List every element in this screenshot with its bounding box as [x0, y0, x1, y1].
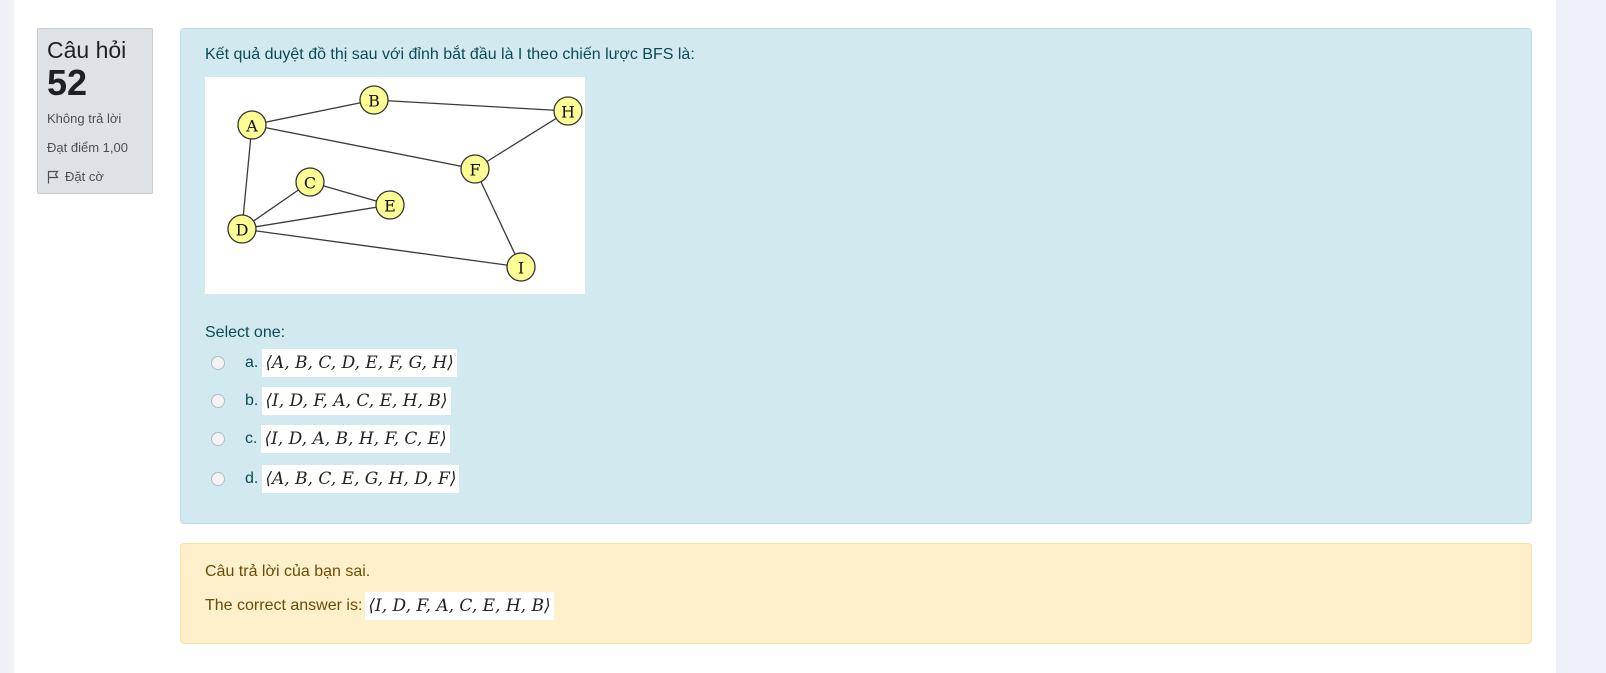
flag-question-button[interactable]: Đặt cờ [47, 169, 143, 184]
answer-option-a[interactable]: a. ⟨A, B, C, D, E, F, G, H⟩ [211, 349, 457, 377]
graph-node-d [227, 214, 257, 244]
radio-c[interactable] [211, 432, 225, 446]
flag-label: Đặt cờ [65, 169, 104, 184]
graph-node-label: E [384, 197, 396, 216]
radio-d[interactable] [211, 472, 225, 486]
graph-node-label: I [518, 259, 524, 278]
graph-node-label: F [469, 161, 480, 180]
question-formulation: Kết quả duyệt đồ thị sau với đỉnh bắt đầ… [180, 28, 1532, 524]
radio-a[interactable] [211, 356, 225, 370]
graph-node-i [506, 252, 536, 282]
graph-node-c [295, 167, 325, 197]
edge-a-f [251, 124, 476, 170]
graph-node-label: A [245, 117, 258, 136]
graph-node-e [375, 190, 405, 220]
feedback-result: Câu trả lời của bạn sai. [205, 563, 371, 580]
correct-answer-line: The correct answer is: ⟨I, D, F, A, C, E… [205, 592, 554, 620]
graph-node-label: D [236, 221, 249, 240]
edge-d-e [241, 204, 391, 230]
radio-b[interactable] [211, 394, 225, 408]
question-status: Không trả lời [47, 111, 122, 126]
graph-node-label: B [368, 92, 380, 111]
edge-b-h [373, 99, 569, 112]
edge-a-b [251, 99, 375, 126]
edge-d-i [241, 228, 522, 268]
option-value: ⟨I, D, F, A, C, E, H, B⟩ [262, 387, 451, 415]
option-value: ⟨A, B, C, E, G, H, D, F⟩ [262, 465, 460, 493]
option-letter: b. [245, 392, 259, 409]
question-text: Kết quả duyệt đồ thị sau với đỉnh bắt đầ… [205, 46, 695, 63]
correct-answer-value: ⟨I, D, F, A, C, E, H, B⟩ [365, 592, 554, 620]
graph-node-label: H [561, 103, 575, 122]
question-info-panel: Câu hỏi 52 Không trả lời Đạt điểm 1,00 Đ… [37, 28, 153, 194]
answer-option-b[interactable]: b. ⟨I, D, F, A, C, E, H, B⟩ [211, 387, 451, 415]
option-letter: d. [245, 470, 259, 487]
edge-h-f [474, 110, 569, 170]
graph-node-label: C [304, 174, 316, 193]
graph-node-a [237, 110, 267, 140]
option-value: ⟨I, D, A, B, H, F, C, E⟩ [261, 425, 450, 453]
option-letter: c. [245, 430, 258, 447]
question-mark: Đạt điểm 1,00 [47, 140, 128, 155]
graph-node-b [359, 85, 389, 115]
question-number: 52 [47, 62, 88, 103]
feedback-panel: Câu trả lời của bạn sai. The correct ans… [180, 543, 1532, 644]
option-value: ⟨A, B, C, D, E, F, G, H⟩ [262, 349, 457, 377]
answer-option-c[interactable]: c. ⟨I, D, A, B, H, F, C, E⟩ [211, 425, 450, 453]
edge-a-d [241, 124, 253, 230]
graph-image: A B H F C E D I [205, 77, 585, 294]
page-scroll-area [1556, 0, 1606, 673]
correct-answer-prefix: The correct answer is: [205, 597, 363, 614]
answer-option-d[interactable]: d. ⟨A, B, C, E, G, H, D, F⟩ [211, 465, 460, 493]
graph-node-f [460, 154, 490, 184]
edge-f-i [474, 168, 522, 268]
question-label: Câu hỏi [47, 37, 127, 63]
option-letter: a. [245, 354, 259, 371]
flag-icon [47, 170, 59, 184]
graph-diagram: A B H F C E D I [227, 85, 583, 282]
select-one-label: Select one: [205, 324, 286, 341]
graph-node-h [553, 96, 583, 126]
page-margin-left [0, 0, 14, 673]
